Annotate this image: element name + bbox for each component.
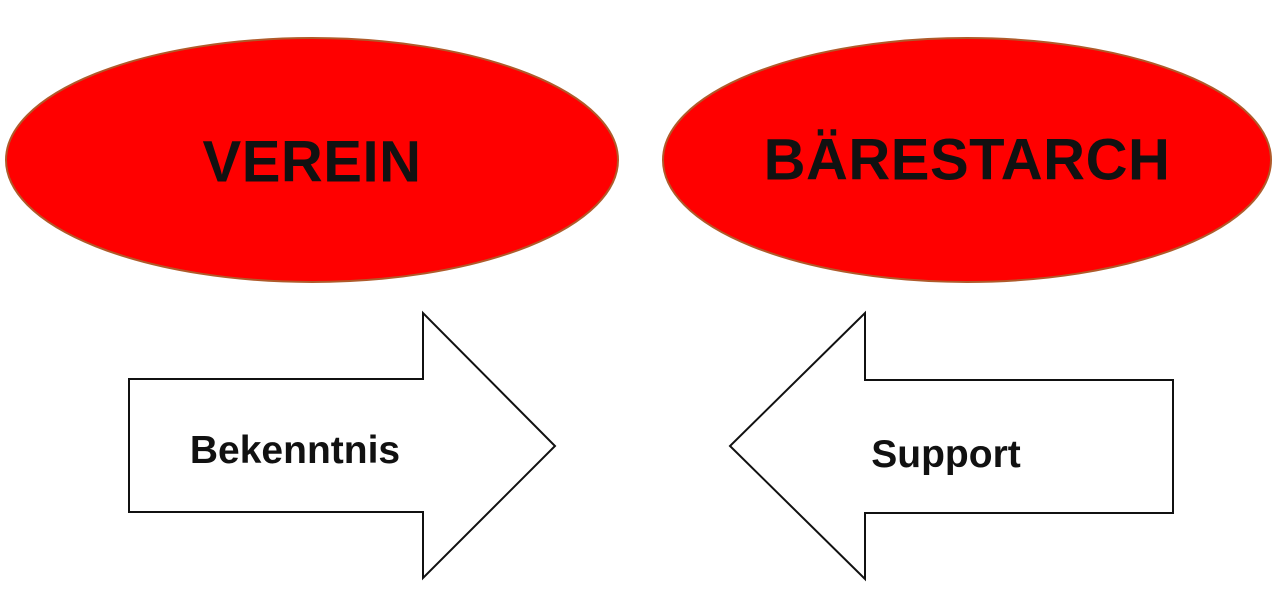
oval-verein [5, 37, 619, 283]
arrow-support-label: Support [871, 433, 1021, 476]
arrow-right-shape [128, 310, 557, 581]
arrow-left-shape [728, 310, 1174, 582]
oval-baerestarch-label: BÄRESTARCH [763, 127, 1171, 193]
arrow-bekenntnis-label: Bekenntnis [189, 429, 401, 472]
oval-verein-label: VEREIN [202, 129, 422, 195]
oval-baerestarch [662, 37, 1272, 283]
